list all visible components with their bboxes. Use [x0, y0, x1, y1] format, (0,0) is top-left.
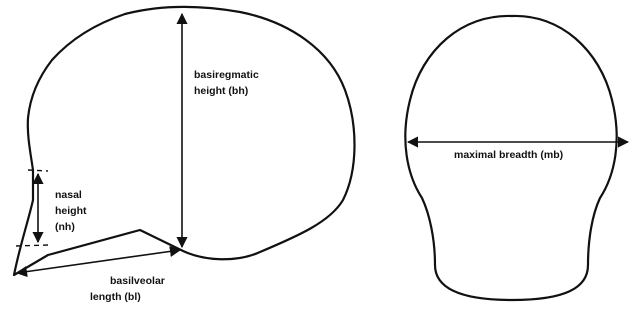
nasal-height-label-line2: height [55, 205, 87, 217]
maximal-breadth-label: maximal breadth (mb) [454, 149, 563, 161]
nasal-height-top-guide [27, 169, 49, 172]
nasal-height-label-line1-text: nasal [55, 189, 82, 201]
lateral-skull-outline [12, 5, 356, 277]
basiregmatic-height-label-line1: basiregmatic [194, 69, 259, 81]
basilveolar-length-label-line1: basilveolar [110, 275, 165, 287]
nasal-height-bottom-guide [15, 244, 49, 247]
frontal-skull-outline [404, 14, 618, 302]
basiregmatic-height-label-line2: height (bh) [194, 85, 248, 97]
basilveolar-length-arrow [15, 245, 182, 278]
nasal-height-label-line3: (nh) [55, 221, 75, 233]
basilveolar-length-label-line2: length (bl) [90, 291, 141, 303]
